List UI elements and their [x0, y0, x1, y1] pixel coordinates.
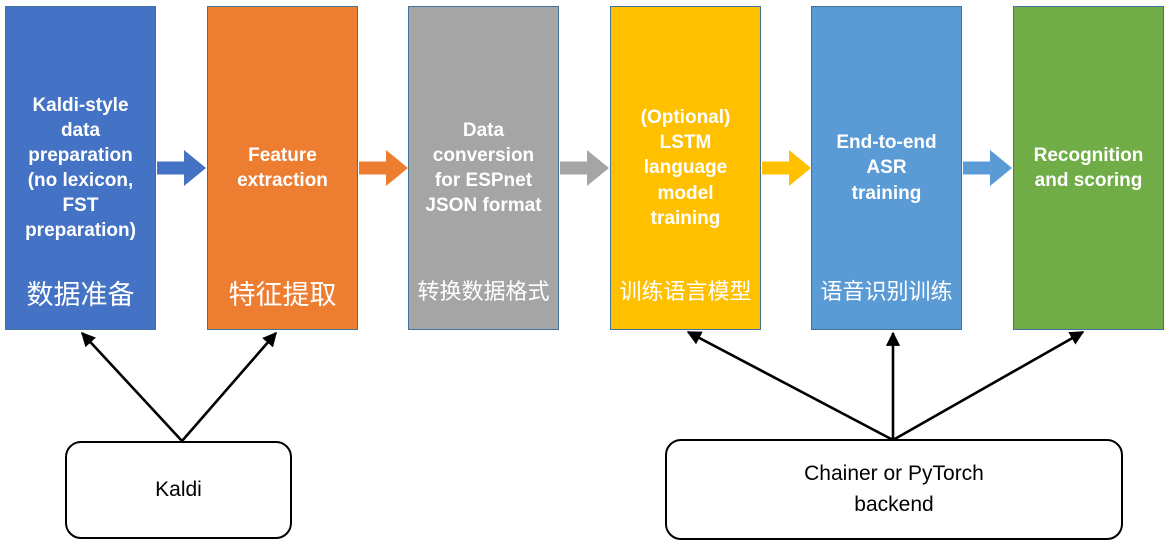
stage-title-asr-training: End-to-end ASR training	[836, 132, 937, 204]
stage-label-zh-data-preparation: 数据准备	[26, 280, 135, 310]
stage-title-feature-extraction: Feature extraction	[237, 144, 328, 191]
flow-arrow-icon-5	[963, 150, 1012, 186]
stage-label-zh-lm-training: 训练语言模型	[619, 279, 752, 304]
backend-box-kaldi: Kaldi	[65, 441, 292, 539]
stage-box-data-conversion: Data conversion for ESPnet JSON format 转…	[408, 6, 559, 330]
flow-arrow-icon-3	[560, 150, 609, 186]
flow-arrow-icon-4	[762, 150, 811, 186]
stage-label-zh-data-conversion: 转换数据格式	[417, 279, 550, 304]
connector-kaldi-to-feature-extraction	[181, 331, 277, 442]
stage-box-recognition-scoring: Recognition and scoring	[1013, 6, 1164, 330]
backend-label-kaldi: Kaldi	[155, 477, 202, 501]
connector-backend-to-lm-training	[686, 330, 894, 442]
stage-title-data-preparation: Kaldi-style data preparation (no lexicon…	[25, 94, 136, 242]
stage-title-lm-training: (Optional) LSTM language model training	[640, 107, 731, 229]
connector-kaldi-to-data-preparation	[81, 331, 183, 442]
flow-arrow-icon-1	[157, 150, 206, 186]
stage-box-feature-extraction: Feature extraction 特征提取	[207, 6, 358, 330]
stage-title-data-conversion: Data conversion for ESPnet JSON format	[425, 119, 542, 217]
stage-label-zh-asr-training: 语音识别训练	[820, 279, 953, 304]
stage-box-lm-training: (Optional) LSTM language model training …	[610, 6, 761, 330]
stage-label-zh-feature-extraction: 特征提取	[228, 280, 337, 310]
stage-box-data-preparation: Kaldi-style data preparation (no lexicon…	[5, 6, 156, 330]
connector-backend-to-recognition	[892, 330, 1085, 442]
backend-box-chainer-pytorch: Chainer or PyTorch backend	[665, 439, 1123, 540]
stage-box-asr-training: End-to-end ASR training 语音识别训练	[811, 6, 962, 330]
flow-arrow-icon-2	[359, 150, 408, 186]
stage-title-recognition-scoring: Recognition and scoring	[1033, 144, 1144, 191]
backend-label-chainer-pytorch: Chainer or PyTorch backend	[804, 462, 984, 516]
